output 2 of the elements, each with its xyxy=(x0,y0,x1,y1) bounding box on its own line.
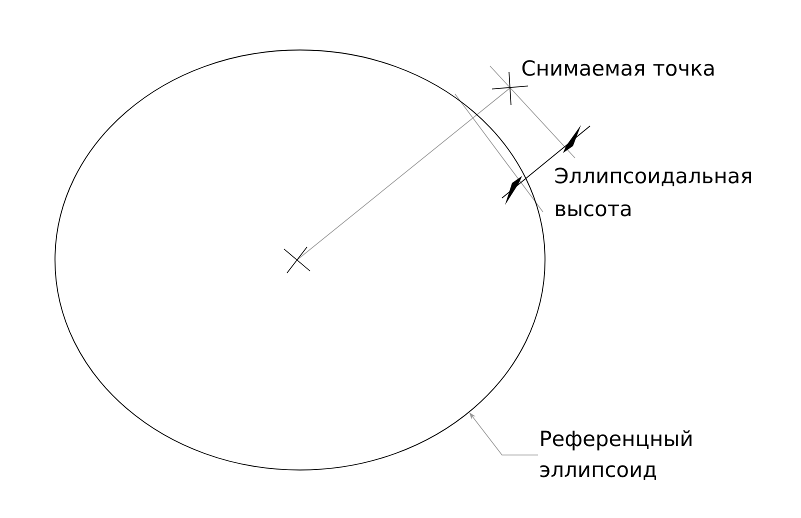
text-label: Снимаемая точка xyxy=(522,60,714,76)
text-label: Референцный эллипсоид xyxy=(540,430,692,480)
